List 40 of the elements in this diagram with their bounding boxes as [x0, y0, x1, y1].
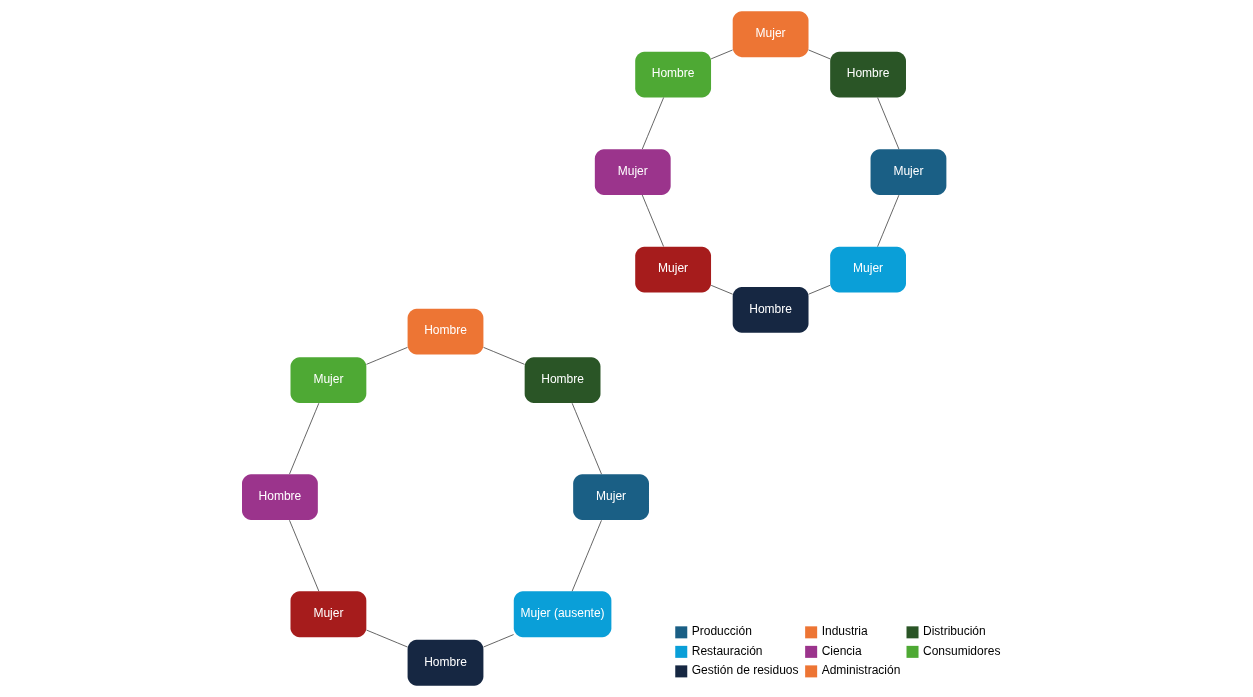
connector — [482, 347, 525, 365]
connector — [710, 49, 733, 60]
connector — [710, 284, 733, 295]
node-box: Hombre — [829, 51, 906, 98]
connector — [288, 402, 319, 475]
connector — [876, 97, 899, 150]
node-box: Hombre — [524, 357, 600, 403]
connector — [807, 284, 830, 295]
legend-label: Gestión de residuos — [691, 663, 798, 678]
node-box: Mujer — [634, 246, 711, 293]
node-box: Mujer — [870, 149, 946, 195]
connector — [571, 402, 602, 475]
connector — [641, 194, 664, 247]
legend-label: Distribución — [922, 624, 986, 639]
connector — [365, 347, 408, 365]
connector — [571, 519, 602, 592]
node-box: Mujer — [572, 474, 649, 521]
legend-label: Administración — [821, 663, 900, 678]
legend-label: Producción — [691, 624, 752, 639]
connector — [365, 629, 408, 648]
legend-label: Ciencia — [821, 643, 862, 658]
node-box: Hombre — [732, 287, 808, 333]
connector — [482, 634, 514, 648]
node-box: Hombre — [241, 474, 318, 521]
connector — [288, 519, 319, 592]
node-box: Mujer — [829, 246, 906, 293]
connector — [876, 194, 899, 247]
legend-label: Industria — [821, 624, 868, 639]
node-box: Mujer — [594, 149, 671, 195]
node-box: Hombre — [407, 639, 483, 686]
connector — [641, 97, 664, 150]
node-box: Mujer — [732, 11, 808, 58]
node-box: Mujer (ausente) — [513, 591, 611, 638]
connector — [807, 49, 830, 60]
node-box: Hombre — [634, 51, 711, 98]
node-box: Mujer — [290, 591, 366, 638]
node-box: Mujer — [290, 357, 366, 403]
node-box: Hombre — [407, 308, 483, 355]
legend-label: Consumidores — [922, 643, 1000, 658]
legend-label: Restauración — [691, 643, 762, 658]
